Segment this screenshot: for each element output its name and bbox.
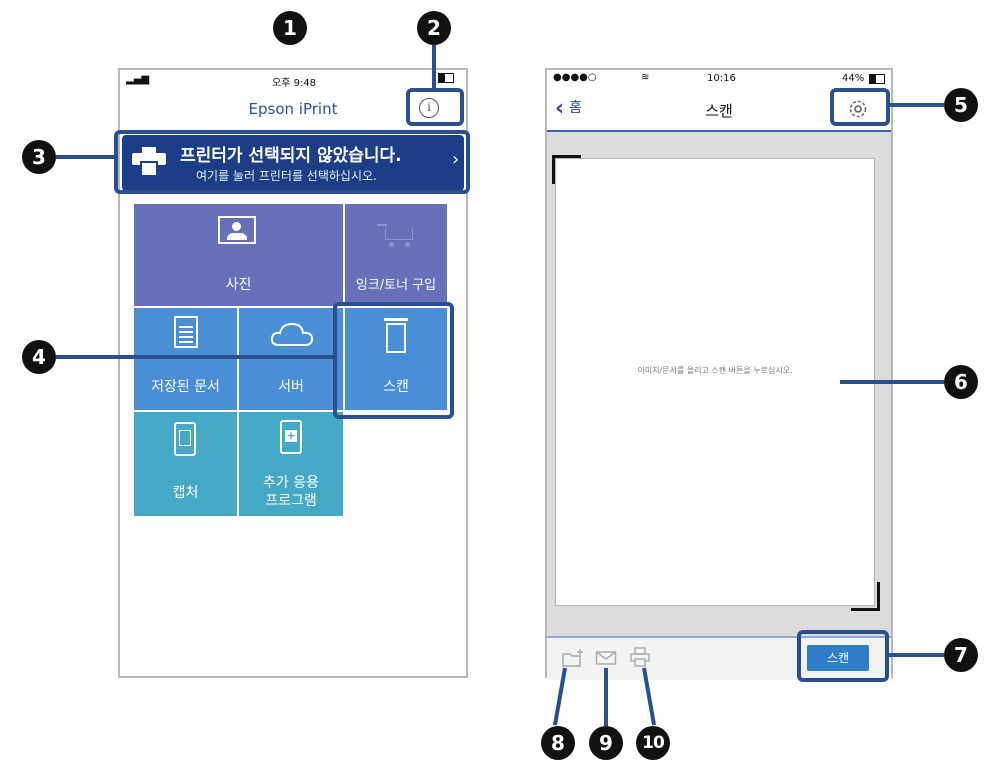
callout-3: 3 xyxy=(22,140,56,174)
battery-percent: 44% xyxy=(842,73,865,84)
scan-instruction: 이미지/문서를 올리고 스캔 버튼을 누르십시오. xyxy=(637,366,793,375)
nav-divider xyxy=(547,130,891,132)
callout-7: 7 xyxy=(944,638,978,672)
tile-server-label: 서버 xyxy=(278,379,304,395)
save-folder-icon[interactable] xyxy=(561,648,585,668)
callout-5: 5 xyxy=(944,88,978,122)
battery-icon-right xyxy=(869,74,885,84)
leader-line-7 xyxy=(888,653,944,657)
print-icon[interactable] xyxy=(629,646,651,668)
leader-line-6 xyxy=(840,380,944,384)
highlight-info xyxy=(406,88,464,126)
status-time-right: 10:16 xyxy=(707,73,736,84)
info-icon: i xyxy=(427,100,431,114)
phone-plus-icon: + xyxy=(280,420,302,454)
app-title: Epson iPrint xyxy=(248,100,338,118)
phone-document-icon xyxy=(174,422,196,456)
scanner-icon xyxy=(384,318,408,356)
gear-icon[interactable] xyxy=(847,98,869,120)
status-time: 오후 9:48 xyxy=(272,78,317,89)
back-button[interactable]: ‹ 홈 xyxy=(555,96,582,122)
tile-docs-label: 저장된 문서 xyxy=(151,379,220,395)
wifi-icon: ≋ xyxy=(641,72,650,83)
right-phone-screen: ●●●●○ ≋ 10:16 44% ‹ 홈 스캔 이미지/문서를 올리고 스캔 … xyxy=(545,68,893,680)
mail-icon[interactable] xyxy=(595,650,617,666)
highlight-scan-button xyxy=(797,630,889,682)
tile-photo-label: 사진 xyxy=(225,277,252,293)
left-phone-screen: ▂▄▆ 오후 9:48 Epson iPrint i 프린터가 선택되지 않았습… xyxy=(118,68,468,678)
battery-icon xyxy=(438,73,454,83)
tile-ink-purchase[interactable]: 잉크/토너 구입 xyxy=(345,204,447,306)
chevron-right-icon: › xyxy=(452,149,460,170)
crop-corner-bottom-right xyxy=(851,582,880,611)
info-button[interactable]: i xyxy=(419,98,439,118)
scan-button[interactable]: 스캔 xyxy=(807,645,869,671)
tile-more-label-1: 추가 응용 xyxy=(263,475,319,491)
leader-line-5 xyxy=(888,103,944,107)
tile-scan-label: 스캔 xyxy=(383,379,409,395)
leader-line-2 xyxy=(432,44,436,90)
back-label: 홈 xyxy=(569,100,583,116)
tile-saved-docs[interactable]: 저장된 문서 xyxy=(134,308,237,410)
scan-preview-area: 이미지/문서를 올리고 스캔 버튼을 누르십시오. xyxy=(547,132,891,636)
tile-more-label-2: 프로그램 xyxy=(265,493,317,509)
callout-4: 4 xyxy=(22,340,56,374)
banner-title: 프린터가 선택되지 않았습니다. xyxy=(180,146,402,166)
tile-capture[interactable]: 캡처 xyxy=(134,412,237,516)
crop-corner-top-left xyxy=(552,155,581,184)
callout-10: 10 xyxy=(636,726,670,760)
scan-preview-page: 이미지/문서를 올리고 스캔 버튼을 누르십시오. xyxy=(552,155,880,611)
leader-line-3 xyxy=(56,155,116,159)
tile-photo[interactable]: 사진 xyxy=(134,204,343,306)
tile-more-apps[interactable]: + 추가 응용 프로그램 xyxy=(239,412,343,516)
leader-line-4 xyxy=(56,355,336,359)
printer-select-banner[interactable]: 프린터가 선택되지 않았습니다. 여기를 눌러 프린터를 선택하십시오. › xyxy=(122,135,464,191)
photo-icon xyxy=(218,216,256,244)
highlight-banner xyxy=(114,130,470,194)
highlight-settings xyxy=(830,88,890,126)
tile-ink-label: 잉크/토너 구입 xyxy=(355,278,437,293)
banner-subtitle: 여기를 눌러 프린터를 선택하십시오. xyxy=(196,169,377,183)
callout-1: 1 xyxy=(273,11,307,45)
callout-9: 9 xyxy=(589,726,623,760)
cart-icon xyxy=(377,218,417,248)
callout-6: 6 xyxy=(944,365,978,399)
callout-2: 2 xyxy=(417,11,451,45)
callout-8: 8 xyxy=(541,726,575,760)
chevron-left-icon: ‹ xyxy=(555,96,565,121)
tile-scan[interactable]: 스캔 xyxy=(345,308,447,410)
leader-line-9 xyxy=(604,668,608,726)
signal-icon: ▂▄▆ xyxy=(126,74,150,85)
nav-title: 스캔 xyxy=(705,102,733,120)
signal-dots-icon: ●●●●○ xyxy=(553,72,597,83)
document-icon xyxy=(174,316,198,348)
printer-icon xyxy=(132,147,166,177)
tile-server[interactable]: 서버 xyxy=(239,308,343,410)
highlight-scan-tile xyxy=(333,302,454,419)
tile-capture-label: 캡처 xyxy=(172,485,199,501)
cloud-icon xyxy=(270,322,314,346)
